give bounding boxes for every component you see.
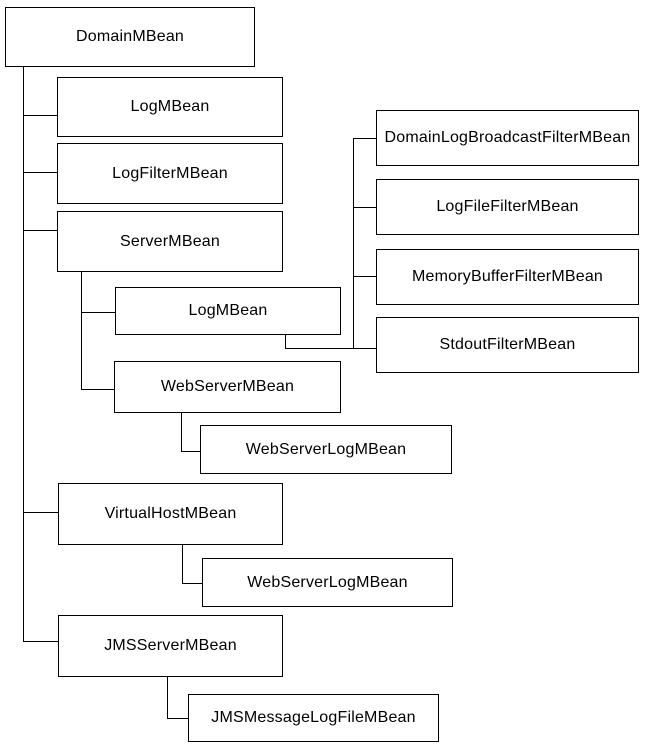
connector-virtualhost-run	[182, 583, 202, 584]
connector-jmsserver-drop	[167, 677, 168, 718]
node-webservermbean: WebServerMBean	[114, 361, 341, 413]
node-webserverlogmbean-under-virtualhost: WebServerLogMBean	[202, 558, 453, 607]
node-logmbean-under-domain: LogMBean	[57, 77, 283, 137]
node-memorybufferfiltermbean: MemoryBufferFilterMBean	[376, 249, 639, 305]
connector-stub-memorybufferfilter	[353, 276, 376, 277]
connector-stub-servermbean	[23, 230, 57, 231]
node-logfilefiltermbean: LogFileFilterMBean	[376, 179, 639, 235]
connector-stub-logfiltermbean	[23, 172, 57, 173]
node-jmsservermbean: JMSServerMBean	[58, 615, 283, 677]
node-virtualhostmbean: VirtualHostMBean	[58, 483, 283, 545]
node-domainlogbroadcastfiltermbean: DomainLogBroadcastFilterMBean	[376, 110, 639, 166]
node-jmsmessagelogfilembean: JMSMessageLogFileMBean	[188, 694, 439, 742]
node-domainmbean: DomainMBean	[5, 7, 255, 67]
connector-webserver-drop	[181, 413, 182, 451]
node-logfiltermbean: LogFilterMBean	[57, 143, 283, 204]
connector-jmsserver-run	[167, 718, 188, 719]
connector-filter-trunk	[353, 138, 354, 349]
connector-logmbean-drop	[285, 335, 286, 348]
connector-stub-virtualhostmbean	[23, 512, 58, 513]
connector-webserver-run	[181, 451, 200, 452]
node-webserverlogmbean-under-webserver: WebServerLogMBean	[200, 425, 452, 474]
connector-stub-webservermbean	[81, 389, 114, 390]
connector-virtualhost-drop	[182, 545, 183, 583]
node-servermbean: ServerMBean	[57, 211, 283, 272]
connector-stub-logfilefilter	[353, 207, 376, 208]
connector-logmbean-run	[285, 348, 376, 349]
node-logmbean-under-server: LogMBean	[115, 287, 341, 335]
node-stdoutfiltermbean: StdoutFilterMBean	[376, 317, 639, 373]
connector-stub-domainlogbroadcastfilter	[353, 138, 376, 139]
connector-server-trunk	[81, 272, 82, 390]
connector-stub-logmbean-domain	[23, 115, 57, 116]
connector-domain-trunk	[23, 67, 24, 642]
connector-stub-jmsservermbean	[23, 641, 58, 642]
connector-stub-logmbean-server	[81, 312, 115, 313]
